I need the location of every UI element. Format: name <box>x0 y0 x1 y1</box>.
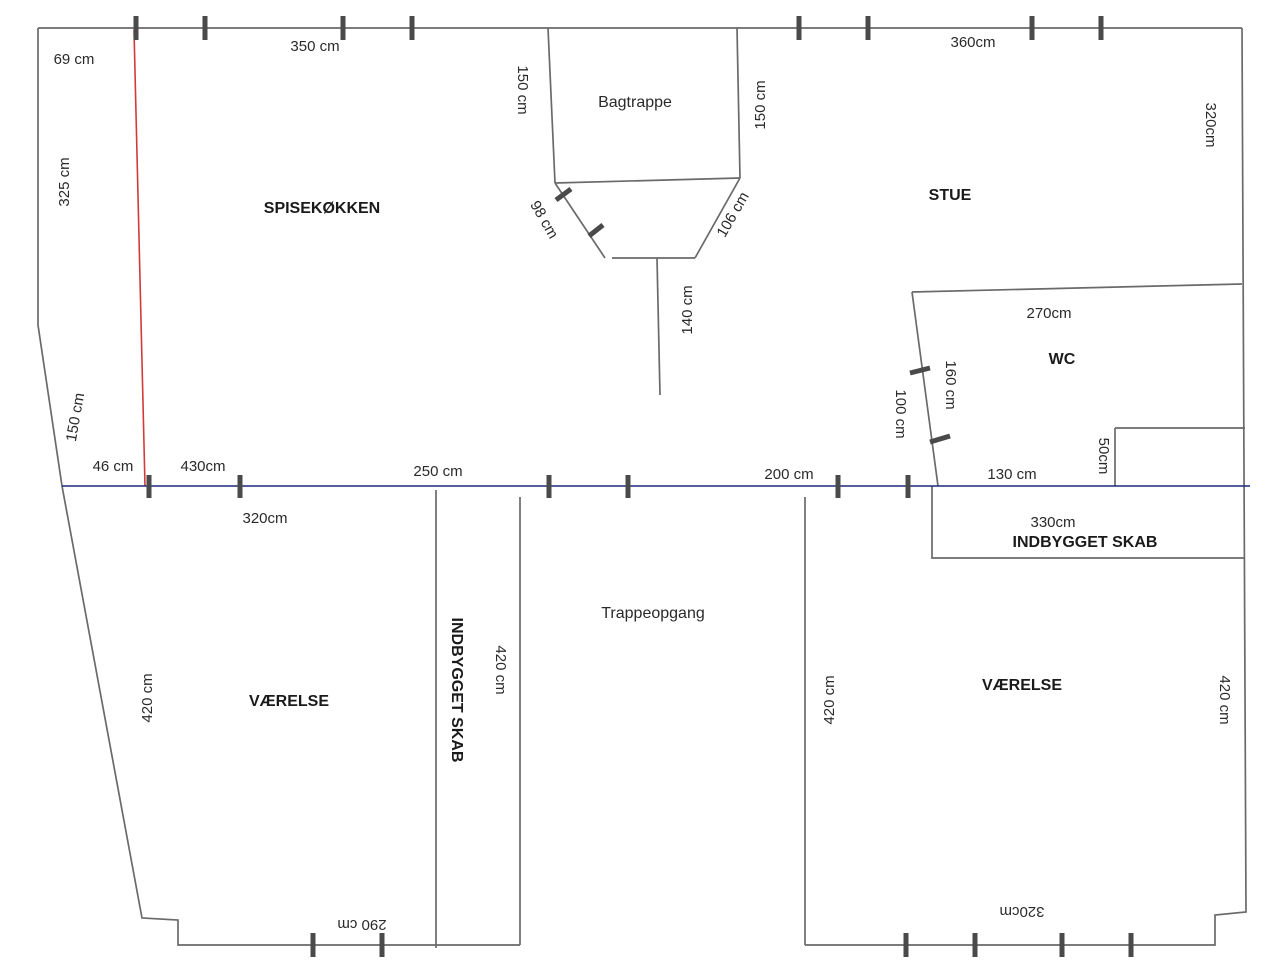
dim-290: 290 cm <box>337 916 386 933</box>
dim-150-bagtrappe-right: 150 cm <box>752 80 769 129</box>
dim-320-bottom: 320cm <box>999 903 1044 920</box>
room-label-vaerelse-left: VÆRELSE <box>249 693 329 710</box>
dim-98: 98 cm <box>526 198 561 242</box>
outer-wall-right <box>805 27 1247 946</box>
dim-69: 69 cm <box>54 51 95 68</box>
tick-stair-1 <box>554 186 573 203</box>
tick-stair-2 <box>587 223 605 238</box>
room-label-trappeopgang: Trappeopgang <box>601 605 705 622</box>
tick-wc-2 <box>929 433 951 445</box>
dim-325: 325 cm <box>56 157 73 206</box>
dim-50: 50cm <box>1095 438 1112 475</box>
wc-left-wall <box>911 291 939 487</box>
tick-wc-1 <box>909 365 931 376</box>
bagtrappe-left-wall <box>547 27 556 184</box>
bagtrappe-right-wall <box>736 27 741 179</box>
interior-walls <box>435 27 1245 948</box>
outer-wall-left-lower <box>61 485 520 946</box>
red-measure-line <box>133 29 146 487</box>
dim-250: 250 cm <box>413 463 462 480</box>
room-label-vaerelse-right: VÆRELSE <box>982 677 1062 694</box>
room-label-indbygget-skab-right: INDBYGGET SKAB <box>1013 534 1158 551</box>
dim-130: 130 cm <box>987 466 1036 483</box>
dim-320-top-left: 320cm <box>242 510 287 527</box>
dim-140: 140 cm <box>679 285 696 334</box>
dim-420-skab: 420 cm <box>492 645 509 694</box>
dim-200: 200 cm <box>764 466 813 483</box>
dim-350: 350 cm <box>290 38 339 55</box>
wc-cabinet-50 <box>1114 427 1245 486</box>
dim-420-right: 420 cm <box>1216 675 1233 724</box>
room-label-spisekokken: SPISEKØKKEN <box>264 200 380 217</box>
tick-marks <box>133 16 1134 957</box>
indbygget-skab-right <box>931 486 1245 559</box>
stair-divider-140 <box>656 257 661 396</box>
dim-420-trappe: 420 cm <box>821 675 838 724</box>
bagtrappe-bottom-wall <box>554 177 741 184</box>
outer-walls <box>37 27 1247 946</box>
dim-320-right: 320cm <box>1202 102 1219 147</box>
room-label-bagtrappe: Bagtrappe <box>598 94 672 111</box>
stair-right-diagonal <box>694 177 741 259</box>
dim-46: 46 cm <box>93 458 134 475</box>
dim-270: 270cm <box>1026 305 1071 322</box>
outer-wall-left-upper <box>37 28 63 487</box>
dim-430: 430cm <box>180 458 225 475</box>
dim-100: 100 cm <box>892 389 909 438</box>
room-label-indbygget-skab-vertical: INDBYGGET SKAB <box>448 618 465 763</box>
dim-150-bagtrappe-left: 150 cm <box>514 65 531 114</box>
dim-420-left: 420 cm <box>139 673 156 722</box>
room-label-wc: WC <box>1049 351 1076 368</box>
dim-330: 330cm <box>1030 514 1075 531</box>
wc-top-wall <box>911 283 1243 293</box>
dim-150-left: 150 cm <box>63 392 88 443</box>
dim-360: 360cm <box>950 34 995 51</box>
room-label-stue: STUE <box>929 187 972 204</box>
dim-160: 160 cm <box>942 360 959 409</box>
